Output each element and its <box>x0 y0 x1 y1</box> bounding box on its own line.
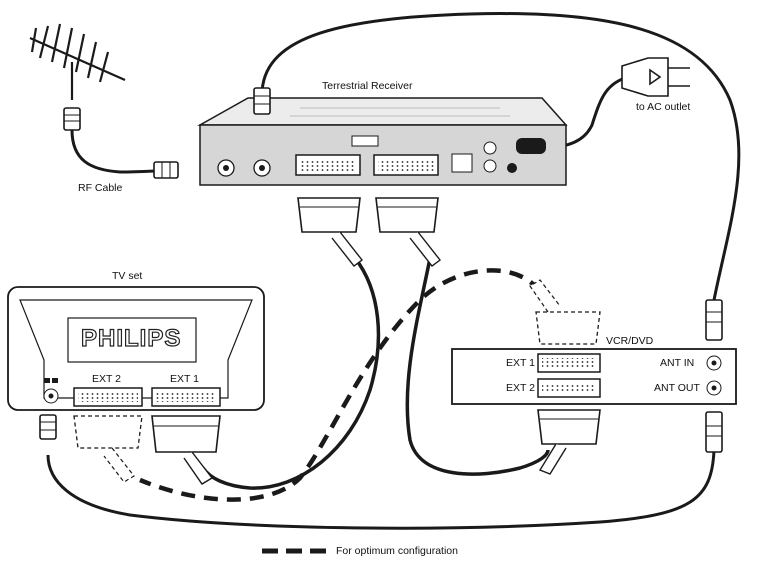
ac-plug-icon <box>621 57 690 97</box>
rf-plug-receiver-out <box>253 87 271 115</box>
scart-plug-receiver-1 <box>297 197 363 267</box>
antenna-icon <box>29 23 126 100</box>
ant-out-label: ANT OUT <box>654 382 700 394</box>
legend-label: For optimum configuration <box>336 545 458 557</box>
tv-ext1-label: EXT 1 <box>170 373 199 385</box>
vcr-ext1-label: EXT 1 <box>506 357 535 369</box>
tv-set-label: TV set <box>112 270 143 282</box>
optimum-scart-cable <box>139 268 542 502</box>
vcr-ext2-label: EXT 2 <box>506 382 535 394</box>
ac-outlet-label: to AC outlet <box>636 101 691 113</box>
scart-plug-vcr-ext2 <box>537 409 601 475</box>
ant-in-label: ANT IN <box>660 357 695 369</box>
rf-plug-antenna <box>63 107 81 131</box>
scart-plug-tv-ext1 <box>151 415 221 485</box>
tv-ext2-label: EXT 2 <box>92 373 121 385</box>
scart-plug-receiver-2 <box>375 197 441 267</box>
rf-plug-vcr-antin <box>705 299 723 341</box>
tv-set <box>7 286 265 411</box>
receiver-label: Terrestrial Receiver <box>322 80 413 92</box>
scart-plug-vcr-ext1-dashed <box>529 279 601 345</box>
scart-cable-tv <box>201 256 381 490</box>
vcr-dvd-label: VCR/DVD <box>606 335 654 347</box>
tv-brand-logo: PHILIPS <box>80 324 182 352</box>
rf-plug-receiver <box>153 161 179 179</box>
scart-cable-vcr <box>405 257 550 476</box>
scart-plug-tv-ext2-dashed <box>73 415 143 483</box>
cable-vcr-to-tv-antenna <box>46 449 716 530</box>
rf-plug-tv <box>39 414 57 440</box>
rf-plug-vcr-antout <box>705 411 723 453</box>
vcr-dvd <box>451 348 737 405</box>
terrestrial-receiver <box>197 97 568 186</box>
cable-receiver-to-vcr-antin <box>260 12 741 301</box>
rf-cable-label: RF Cable <box>78 182 123 194</box>
